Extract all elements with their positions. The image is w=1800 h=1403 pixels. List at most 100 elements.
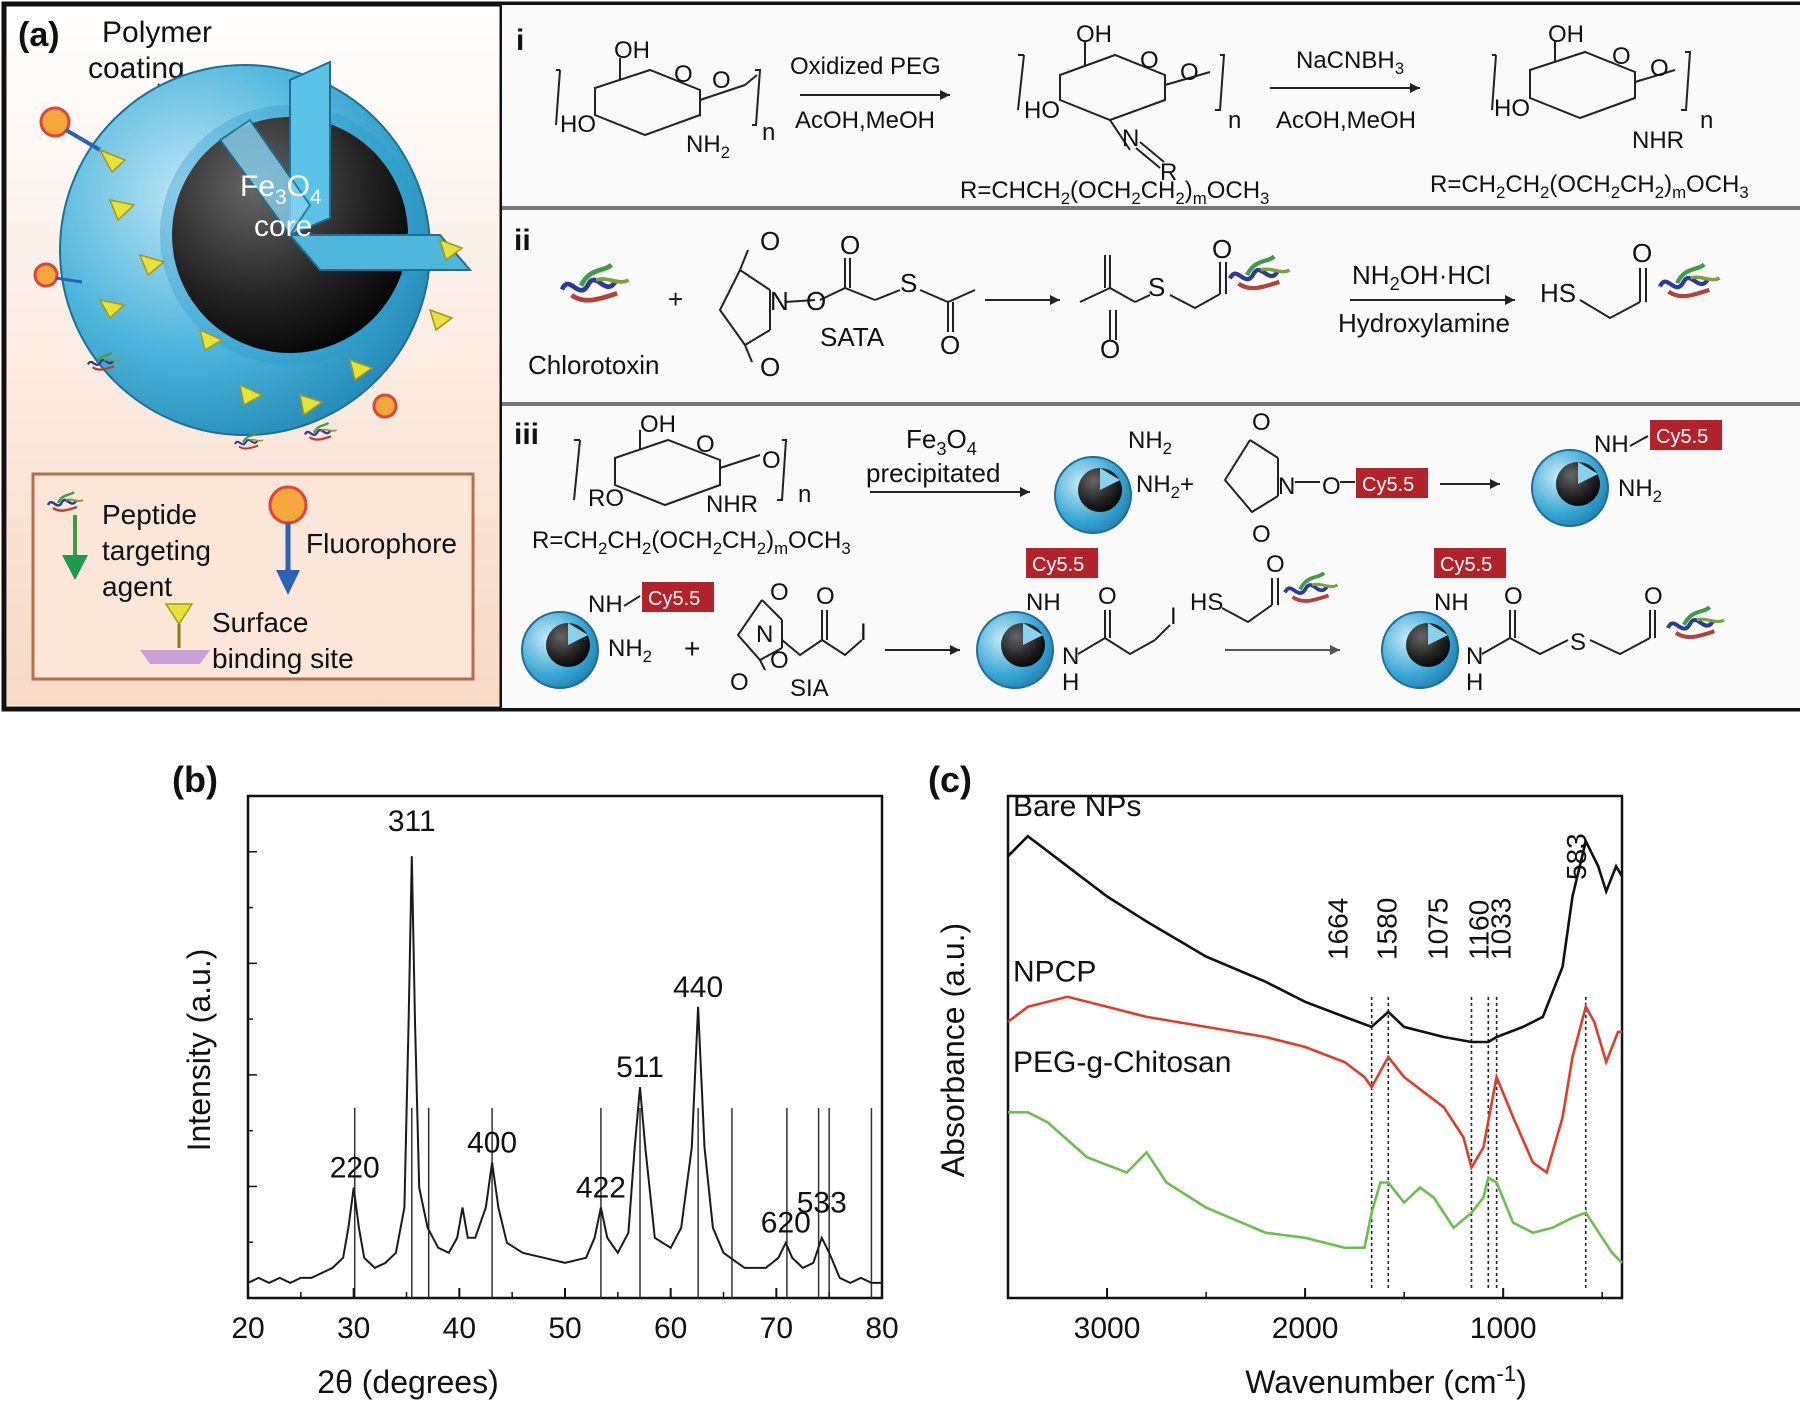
np-icon [976, 611, 1054, 689]
xrd-x-tick-label: 30 [337, 1312, 370, 1345]
hs-label: HS [1540, 278, 1576, 308]
hs-label: HS [1190, 589, 1223, 616]
legend-fluorophore: Fluorophore [306, 528, 457, 559]
ftir-peak-label: 1075 [1422, 898, 1453, 960]
o-label-2: O [1180, 59, 1199, 86]
xrd-peak-label: 400 [467, 1126, 517, 1159]
cy55-label: Cy5.5 [1440, 554, 1492, 576]
sia-structure [736, 599, 863, 671]
acetylthio-chlorotoxin [1079, 255, 1227, 340]
cy55-label: Cy5.5 [648, 588, 700, 610]
ftir-series-label: NPCP [1013, 956, 1096, 989]
ho-label: HO [1024, 97, 1060, 124]
n-label: N [756, 621, 773, 648]
ftir-series-line [1007, 995, 1622, 1175]
o-label-2: O [1650, 55, 1669, 82]
o-label-4: O [816, 583, 835, 610]
legend-box [31, 472, 475, 681]
peptide-legend-icon [62, 555, 88, 580]
oh-label: OH [1548, 21, 1584, 48]
binding-site-icon [98, 148, 464, 417]
ftir-peak-label: 1033 [1486, 898, 1517, 960]
xrd-xlabel: 2θ (degrees) [317, 1364, 498, 1400]
ho-label: HO [1494, 95, 1530, 122]
plus-sign: + [668, 284, 683, 314]
ftir-xlabel: Wavenumber (cm-1) [1245, 1361, 1527, 1400]
pegylated-monomer [1491, 40, 1692, 120]
o-label-3: O [1322, 473, 1341, 500]
chlorotoxin-label: Chlorotoxin [528, 350, 660, 380]
cy55-label: Cy5.5 [1362, 474, 1414, 496]
ftir-peak-label: 1160 [1463, 900, 1494, 960]
nh-label: NH [1434, 589, 1469, 616]
np-icon [1381, 611, 1459, 689]
np-icon [521, 611, 599, 689]
reagent-bottom: Hydroxylamine [1338, 308, 1510, 338]
polymer-label-2: coating [88, 52, 185, 85]
reagent-2-bottom: AcOH,MeOH [1276, 107, 1416, 134]
o-label: O [1100, 334, 1120, 364]
xrd-x-tick-label: 60 [654, 1312, 687, 1345]
o-label: O [1140, 47, 1159, 74]
reagent-top: NH2OH·HCl [1352, 260, 1491, 294]
reagent-1-bottom: AcOH,MeOH [795, 107, 935, 134]
cy55-tag [1434, 548, 1506, 578]
xrd-x-tick-label: 70 [760, 1312, 793, 1345]
scheme-ii: ii Chlorotoxin + O O N O O S O SATA O S … [514, 224, 1720, 382]
o-label-2: O [1644, 583, 1663, 610]
xrd-x-tick-label: 40 [443, 1312, 476, 1345]
xrd-peak-label: 620 [761, 1207, 811, 1240]
top-frame [1, 1, 1800, 712]
o-label-2: O [1212, 234, 1232, 264]
legend-surface-2: binding site [212, 643, 354, 674]
ftir-series-label: PEG-g-Chitosan [1013, 1046, 1231, 1079]
o-label-2: O [762, 447, 781, 474]
legend-peptide-1: Peptide [102, 499, 197, 530]
o-label-3: O [806, 286, 826, 316]
nh2-label: NH2 [686, 131, 730, 162]
plus-sign: + [684, 633, 700, 664]
r-definition-2: R=CH2CH2(OCH2CH2)mOCH3 [1430, 171, 1749, 202]
nh2-label-2: NH2+ [1136, 471, 1194, 502]
np-icon [1054, 456, 1132, 534]
n-label: N [1062, 643, 1079, 670]
panel-c-label: (c) [928, 759, 972, 800]
o-label: O [760, 226, 780, 256]
np-icon [1531, 449, 1609, 527]
o-label: O [1266, 551, 1285, 578]
scheme-ii-label: ii [514, 224, 531, 257]
xrd-peak-label: 533 [797, 1187, 847, 1220]
o-label: O [1252, 409, 1271, 436]
s-label: S [1570, 629, 1586, 656]
xrd-peak-label: 422 [576, 1172, 626, 1205]
scheme-i: i OH O O HO NH2 n Oxidized PEG AcOH,MeOH… [516, 21, 1749, 208]
n-label: n [1700, 107, 1713, 134]
cy55-label: Cy5.5 [1032, 554, 1084, 576]
n-label: N [1278, 473, 1295, 500]
nh-label: NH [1594, 431, 1629, 458]
polymer-label-1: Polymer [102, 16, 212, 49]
sia-label: SIA [790, 675, 829, 702]
nhr-label: NHR [706, 491, 758, 518]
o-label-4: O [840, 230, 860, 260]
n-label: N [770, 286, 789, 316]
legend-peptide-3: agent [102, 571, 172, 602]
sata-structure [718, 249, 976, 363]
scheme-i-label: i [516, 24, 524, 57]
o-label: O [1612, 43, 1631, 70]
ftir-peak-label: 1664 [1323, 898, 1354, 960]
chitosan-monomer [555, 58, 762, 137]
legend-peptide-2: targeting [102, 535, 211, 566]
scheme-iii-label: iii [514, 418, 539, 451]
ftir-series-line [1007, 834, 1624, 1044]
xrd-x-tick-label: 80 [865, 1312, 898, 1345]
nh2-label: NH2 [608, 635, 652, 666]
xrd-series-line [247, 856, 882, 1285]
ftir-series-label: Bare NPs [1013, 790, 1141, 823]
xrd-ylabel: Intensity (a.u.) [181, 949, 217, 1152]
o-label-3: O [770, 647, 789, 674]
ftir-x-tick-label: 2000 [1272, 1312, 1339, 1345]
ftir-plot-frame [1006, 794, 1624, 1300]
n-label: n [762, 119, 775, 146]
